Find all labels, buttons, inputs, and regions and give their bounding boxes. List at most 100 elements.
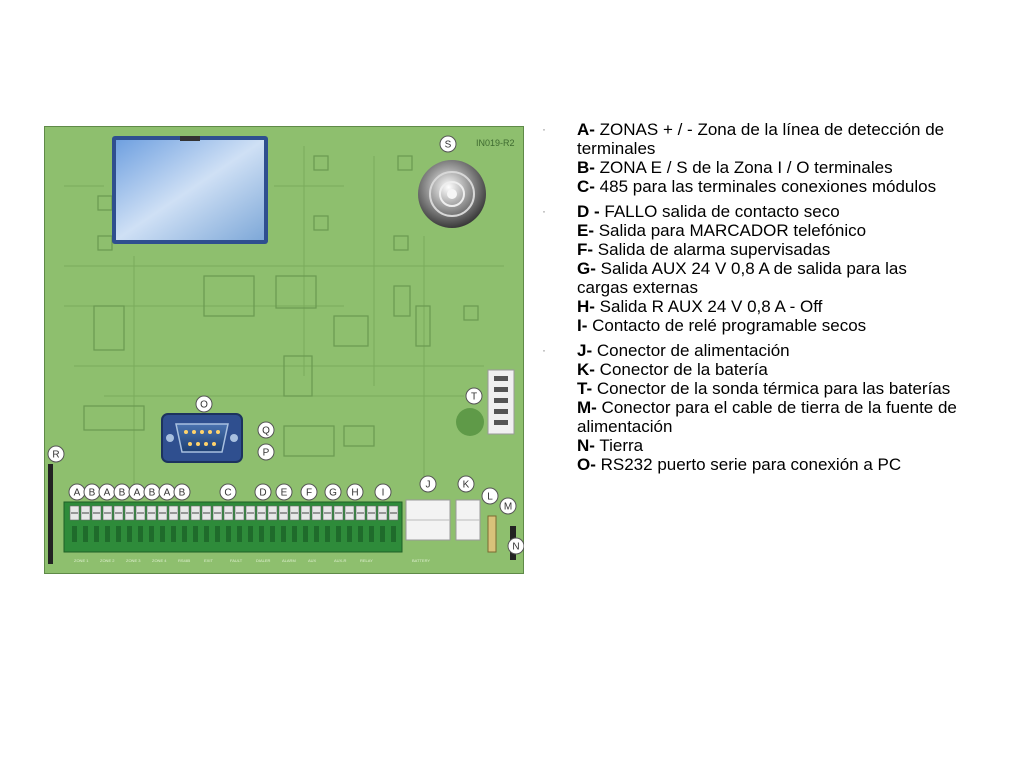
legend-line: D - FALLO salida de contacto seco [577, 202, 962, 221]
zone-label: ZONE 4 [152, 558, 167, 563]
legend-text: Conector de la sonda térmica para las ba… [592, 379, 951, 398]
zone-label: ZONE 1 [74, 558, 89, 563]
legend-text: Salida AUX 24 V 0,8 A de salida para las… [577, 259, 907, 297]
svg-text:B: B [119, 488, 126, 499]
callout-n: N [507, 537, 524, 555]
legend-key: T- [577, 379, 593, 398]
pcb-components [83, 155, 484, 457]
callout-c: C [219, 483, 237, 501]
legend-line: H- Salida R AUX 24 V 0,8 A - Off [577, 297, 962, 316]
legend-group: · A- ZONAS + / - Zona de la línea de dete… [542, 120, 962, 196]
legend-line: F- Salida de alarma supervisadas [577, 240, 962, 259]
buzzer [418, 160, 486, 228]
callout-t: T [465, 387, 483, 405]
callout-j: J [419, 475, 437, 493]
callout-b: B [173, 483, 191, 501]
zone-label: ALARM [282, 558, 296, 563]
svg-text:I: I [382, 488, 385, 499]
zone-label: FAULT [230, 558, 243, 563]
zone-label: AUX-R [334, 558, 347, 563]
zone-label: ZONE 2 [100, 558, 115, 563]
svg-text:N: N [512, 542, 519, 553]
svg-text:A: A [164, 488, 171, 499]
zone-label: EXIT [204, 558, 213, 563]
callout-a: A [158, 483, 176, 501]
callout-p: P [257, 443, 275, 461]
legend-text: Salida de alarma supervisadas [593, 240, 831, 259]
callout-h: H [346, 483, 364, 501]
legend-text: RS232 puerto serie para conexión a PC [595, 455, 902, 474]
svg-text:P: P [263, 448, 270, 459]
legend-text: ZONA E / S de la Zona I / O terminales [594, 158, 893, 177]
svg-text:K: K [463, 480, 470, 491]
bullet-icon: · [542, 204, 546, 218]
svg-text:A: A [134, 488, 141, 499]
legend-text: FALLO salida de contacto seco [599, 202, 840, 221]
callout-i: I [374, 483, 392, 501]
legend-line: J- Conector de alimentación [577, 341, 962, 360]
callout-b: B [83, 483, 101, 501]
legend-line: N- Tierra [577, 436, 962, 455]
ground-strip [48, 464, 53, 564]
callout-d: D [254, 483, 272, 501]
svg-text:M: M [504, 502, 512, 513]
control-panel-board-diagram: IN019-R2 ZONE 1 ZONE 2 ZONE 3 ZONE 4 RS485 EX… [44, 126, 524, 574]
callout-o: O [195, 395, 213, 413]
legend-key: D - [577, 202, 600, 221]
callout-m: M [499, 497, 517, 515]
legend-text: Conector para el cable de tierra de la f… [577, 398, 957, 436]
battery-connector [455, 499, 481, 541]
svg-text:O: O [200, 400, 208, 411]
legend-line: C- 485 para las terminales conexiones mó… [577, 177, 962, 196]
legend-key: O- [577, 455, 596, 474]
svg-text:L: L [487, 492, 493, 503]
legend-line: T- Conector de la sonda térmica para las… [577, 379, 962, 398]
lcd-display [112, 136, 268, 244]
callout-l: L [481, 487, 499, 505]
legend-key: M- [577, 398, 597, 417]
legend-key: C- [577, 177, 595, 196]
svg-text:R: R [52, 450, 59, 461]
callout-k: K [457, 475, 475, 493]
callout-e: E [275, 483, 293, 501]
legend-line: I- Contacto de relé programable secos [577, 316, 962, 335]
legend-line: A- ZONAS + / - Zona de la línea de detec… [577, 120, 962, 158]
rs232-db9-connector [161, 413, 243, 463]
legend-key: K- [577, 360, 595, 379]
legend-key: E- [577, 221, 594, 240]
svg-text:C: C [224, 488, 231, 499]
svg-text:B: B [89, 488, 96, 499]
temperature-probe-connector [487, 369, 515, 435]
zone-label: ZONE 3 [126, 558, 141, 563]
callout-a: A [128, 483, 146, 501]
bullet-icon: · [542, 122, 546, 136]
legend-key: G- [577, 259, 596, 278]
legend-line: O- RS232 puerto serie para conexión a PC [577, 455, 962, 474]
callout-a: A [68, 483, 86, 501]
svg-text:B: B [149, 488, 156, 499]
legend-text: Conector de alimentación [592, 341, 790, 360]
svg-text:Q: Q [262, 426, 270, 437]
legend-key: B- [577, 158, 595, 177]
zone-label: RS485 [178, 558, 191, 563]
power-connector [405, 499, 451, 541]
legend-line: M- Conector para el cable de tierra de l… [577, 398, 962, 436]
callout-s: S [439, 135, 457, 153]
svg-text:T: T [471, 392, 477, 403]
legend-key: F- [577, 240, 594, 259]
svg-text:G: G [329, 488, 337, 499]
component-legend: · A- ZONAS + / - Zona de la línea de dete… [542, 120, 962, 480]
legend-text: Salida R AUX 24 V 0,8 A - Off [594, 297, 823, 316]
bullet-icon: · [542, 343, 546, 357]
callout-a: A [98, 483, 116, 501]
svg-text:J: J [426, 480, 431, 491]
legend-key: N- [577, 436, 595, 455]
legend-key: H- [577, 297, 595, 316]
legend-text: Tierra [594, 436, 644, 455]
svg-text:S: S [445, 140, 452, 151]
board-model-label: IN019-R2 [476, 138, 515, 148]
svg-text:D: D [259, 488, 266, 499]
